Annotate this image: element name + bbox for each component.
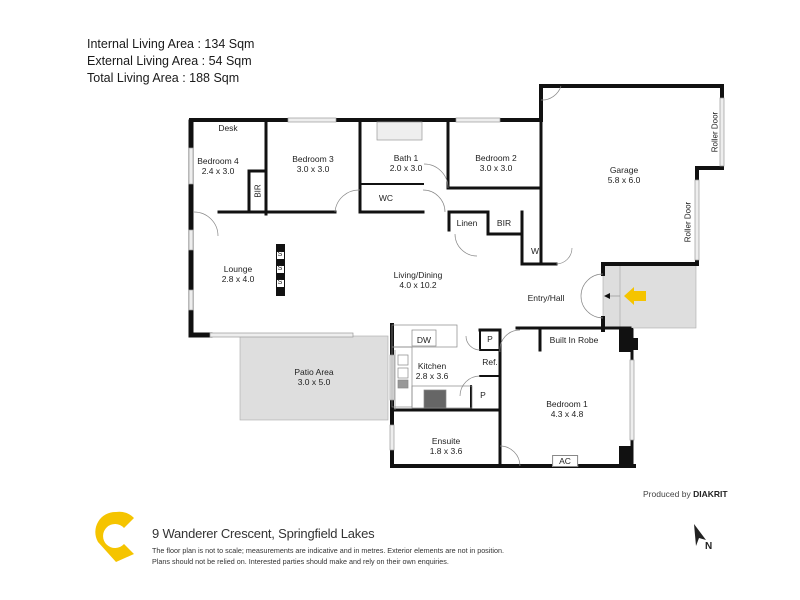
room-lounge: Lounge 2.8 x 4.0 <box>221 264 255 284</box>
room-entry-hall: Entry/Hall <box>527 293 565 303</box>
brand-name: DIAKRIT <box>693 489 728 499</box>
internal-area: Internal Living Area : 134 Sqm <box>87 37 255 51</box>
room-wc: WC <box>378 193 394 203</box>
room-ensuite: Ensuite 1.8 x 3.6 <box>429 436 463 456</box>
room-garage: Garage 5.8 x 6.0 <box>607 165 641 185</box>
external-area: External Living Area : 54 Sqm <box>87 54 252 68</box>
speaker-label: S <box>277 279 283 286</box>
room-bir-bedroom-4: BIR <box>253 184 263 198</box>
room-pantry-2: P <box>480 390 486 400</box>
wall-garage-north <box>539 84 724 266</box>
entry-arrow-icon <box>624 287 646 305</box>
roller-door-1: Roller Door <box>710 111 720 153</box>
room-bedroom-3: Bedroom 3 3.0 x 3.0 <box>292 154 334 174</box>
room-bedroom-4: Bedroom 4 2.4 x 3.0 <box>197 156 239 176</box>
room-patio-area: Patio Area 3.0 x 5.0 <box>294 367 334 387</box>
brand-logo-icon <box>95 511 134 562</box>
patio-area-fill <box>239 335 389 421</box>
appliance-dishwasher: DW <box>416 335 432 345</box>
disclaimer: The floor plan is not to scale; measurem… <box>152 546 504 566</box>
room-kitchen: Kitchen 2.8 x 3.6 <box>415 361 449 381</box>
room-bir-bedroom-2: BIR <box>496 218 512 228</box>
total-area: Total Living Area : 188 Sqm <box>87 71 240 85</box>
roller-door-2: Roller Door <box>683 201 693 243</box>
room-pantry-1: P <box>487 334 493 344</box>
room-desk: Desk <box>218 123 238 133</box>
wall-west <box>188 119 213 338</box>
room-living-dining: Living/Dining 4.0 x 10.2 <box>393 270 443 290</box>
appliance-refrigerator: Ref. <box>482 357 498 367</box>
area-summary: Internal Living Area : 134 Sqm External … <box>87 36 254 87</box>
produced-by: Produced by DIAKRIT <box>643 489 728 499</box>
room-linen: Linen <box>456 218 478 228</box>
speaker-label: S <box>277 251 283 258</box>
room-bath-1: Bath 1 2.0 x 3.0 <box>389 153 423 173</box>
speaker-label: S <box>277 265 283 272</box>
room-built-in-robe: Built In Robe <box>549 335 599 345</box>
north-arrow-icon <box>694 524 706 546</box>
property-address: 9 Wanderer Crescent, Springfield Lakes <box>152 526 375 541</box>
room-bedroom-1: Bedroom 1 4.3 x 4.8 <box>546 399 588 419</box>
appliance-ac: AC <box>552 455 578 467</box>
room-w: W <box>530 246 540 256</box>
room-bedroom-2: Bedroom 2 3.0 x 3.0 <box>475 153 517 173</box>
north-label: N <box>705 541 713 552</box>
